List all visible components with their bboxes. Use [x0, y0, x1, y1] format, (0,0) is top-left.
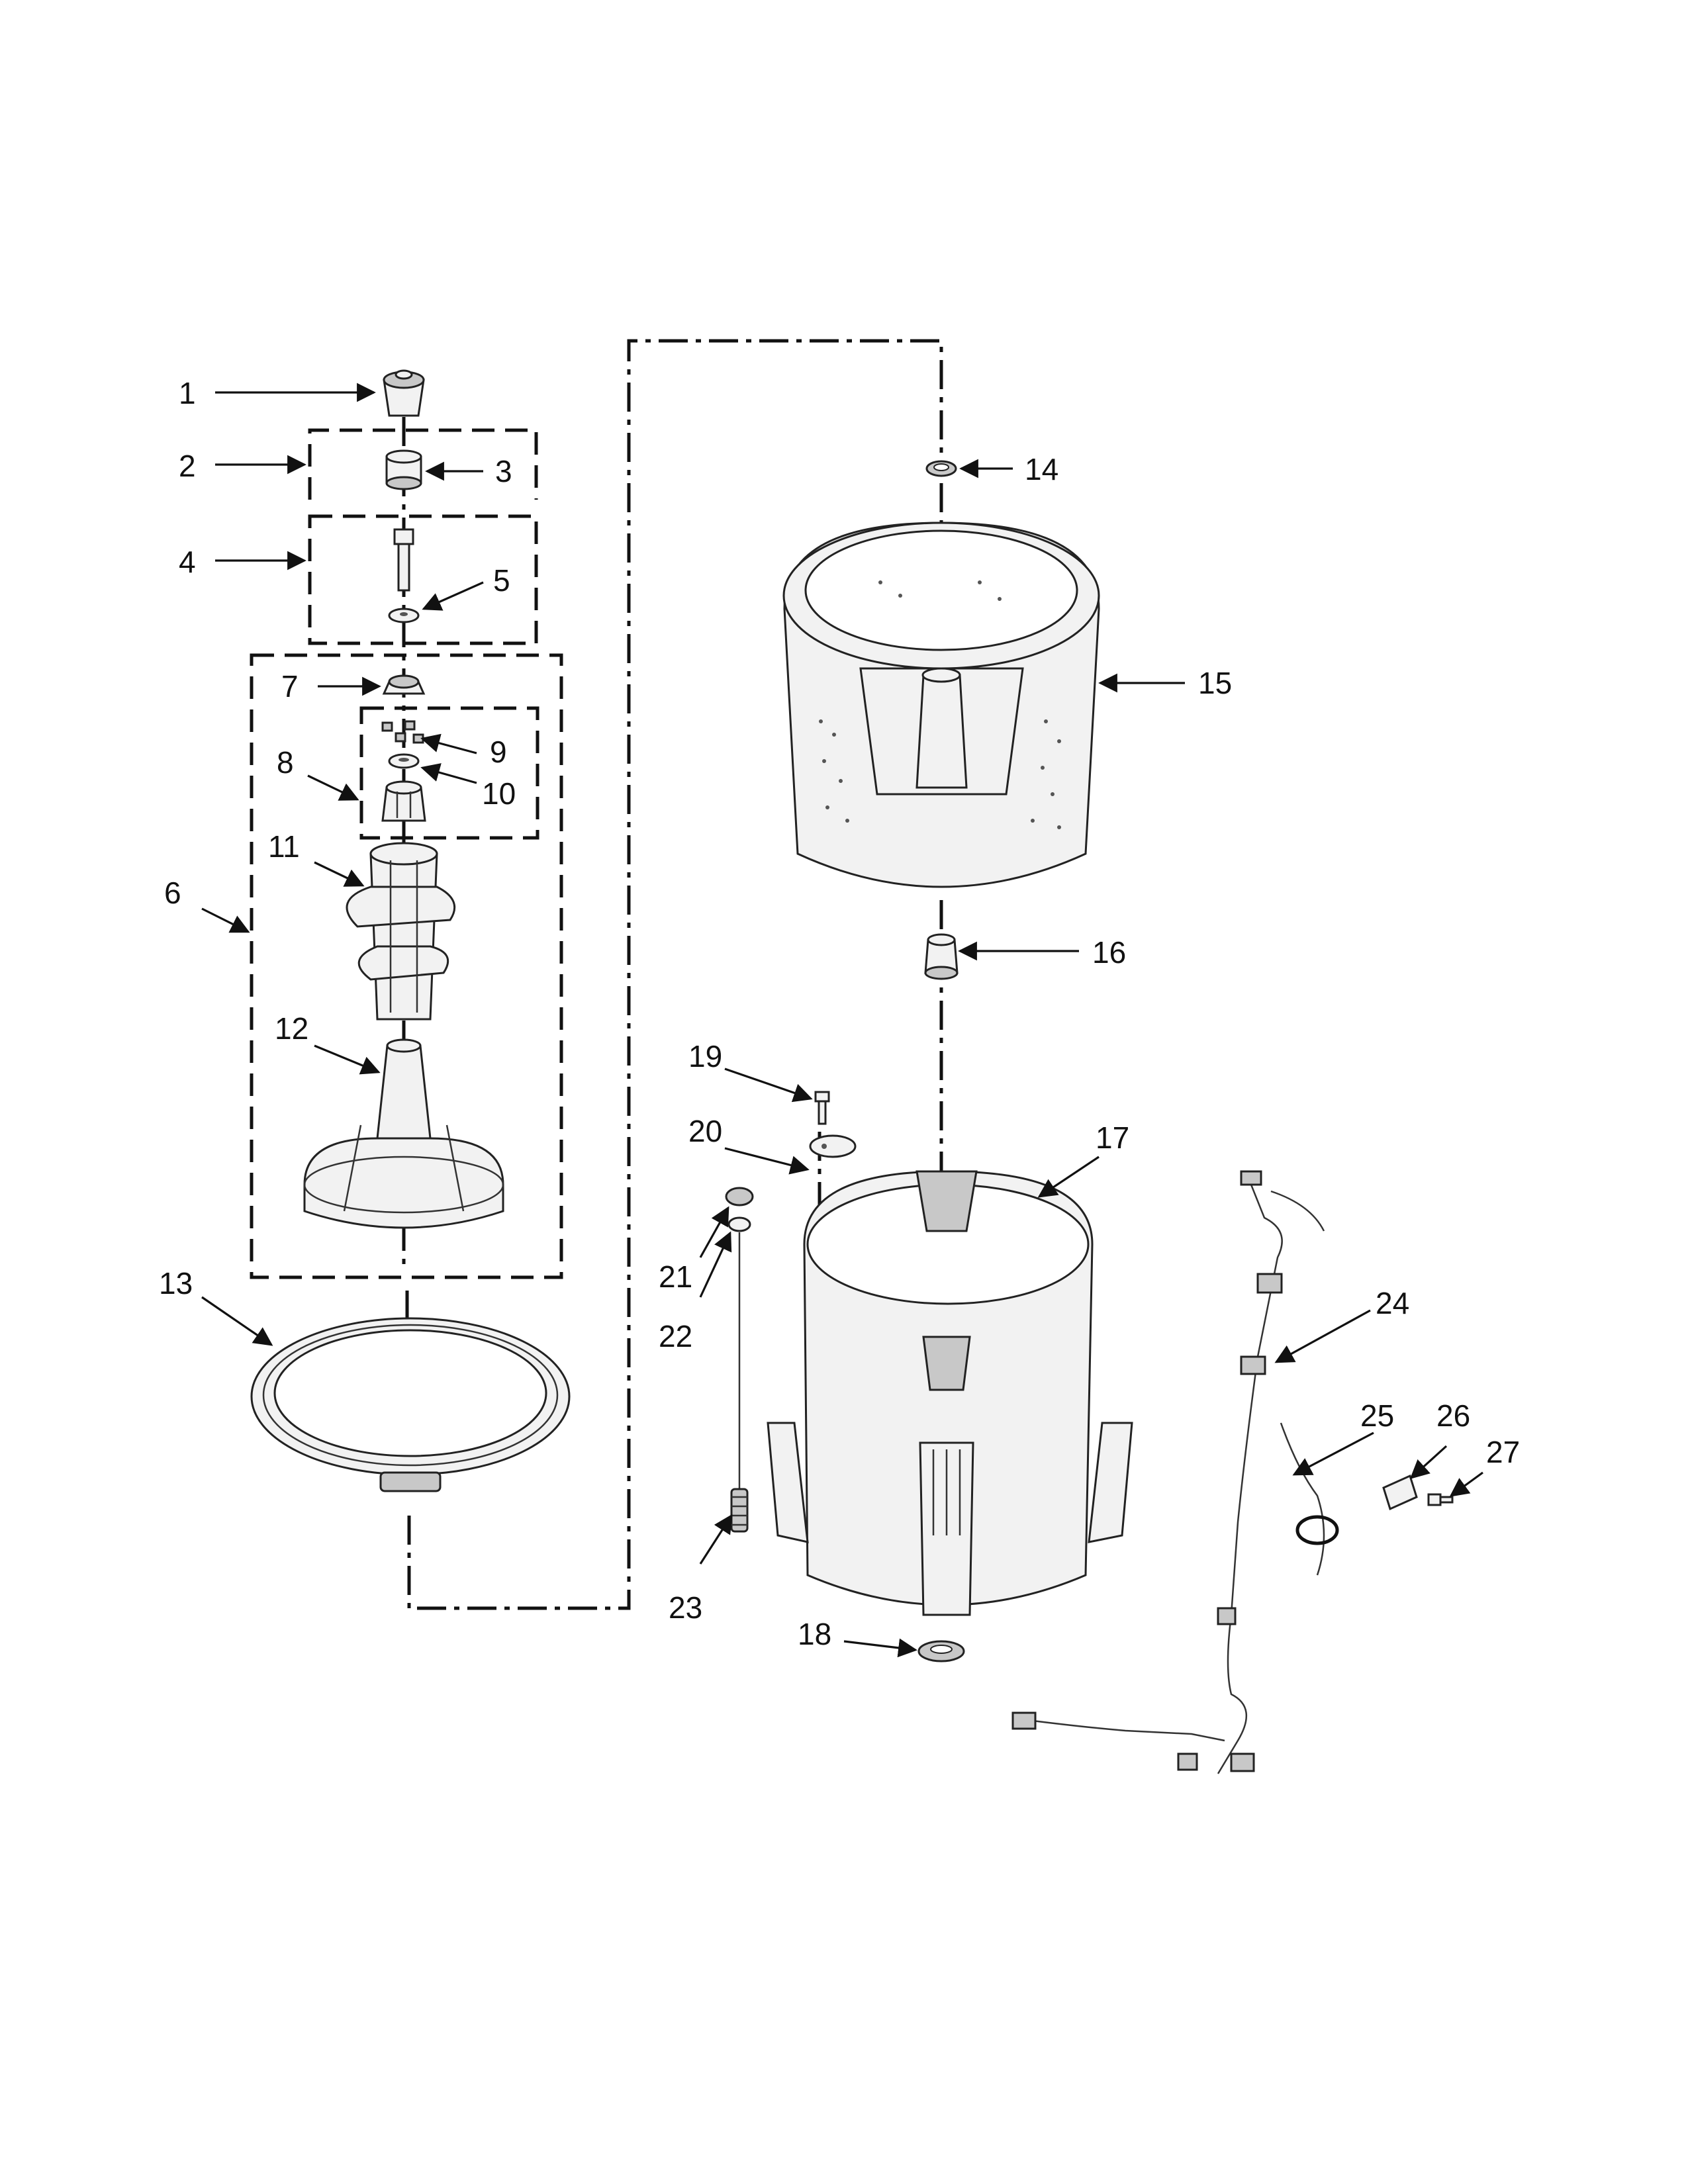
callout-21: 21: [659, 1259, 692, 1294]
callout-labels: 1 2 3 4 5 6 7 8 9 10 11 12 13 14 15 16 1…: [159, 376, 1520, 1651]
callout-22: 22: [659, 1319, 692, 1353]
callout-5: 5: [493, 563, 510, 598]
group-box-2: [308, 428, 538, 500]
part-14-nut: [925, 460, 957, 477]
callout-25: 25: [1360, 1398, 1394, 1433]
callout-1: 1: [179, 376, 196, 410]
part-10-retainer: [388, 753, 420, 769]
basket-perforations: [819, 580, 1061, 829]
callout-3: 3: [495, 454, 512, 488]
part-20-bracket: [809, 1134, 857, 1158]
part-16-bearing: [924, 933, 959, 980]
part-22-ball: [727, 1216, 751, 1232]
callout-14: 14: [1025, 452, 1058, 486]
part-21-pivot-dome: [725, 1187, 754, 1206]
callout-17: 17: [1096, 1120, 1129, 1155]
callout-27: 27: [1486, 1435, 1520, 1469]
callout-19: 19: [688, 1039, 722, 1073]
part-9-dogs: [381, 720, 424, 744]
callout-9: 9: [490, 735, 507, 769]
part-17-outer-tub: [767, 1170, 1133, 1616]
assembly-line-loop: [407, 339, 943, 1610]
part-13-balance-ring: [250, 1317, 571, 1492]
part-11-auger: [346, 842, 456, 1021]
part-19-screw: [814, 1091, 830, 1125]
callout-8: 8: [277, 745, 294, 780]
part-25-wire-tie-ring: [1295, 1515, 1339, 1545]
callout-26: 26: [1436, 1398, 1470, 1433]
part-27-screw: [1427, 1493, 1454, 1506]
callout-4: 4: [179, 545, 196, 579]
group-box-6: [250, 653, 563, 1279]
part-7-hub: [382, 674, 426, 695]
part-25-ground-wire: [1280, 1422, 1325, 1576]
part-24-wire-harness: [1011, 1170, 1325, 1774]
part-23-suspension-rod: [730, 1232, 749, 1533]
callout-10: 10: [482, 776, 516, 811]
callout-24: 24: [1376, 1286, 1409, 1320]
callout-12: 12: [275, 1011, 308, 1046]
callout-13: 13: [159, 1266, 193, 1300]
callout-7: 7: [281, 669, 299, 704]
part-3-cam: [385, 449, 422, 490]
part-18-tub-seal: [917, 1640, 965, 1662]
callout-11: 11: [268, 829, 300, 864]
group-box-8: [359, 706, 539, 840]
part-8-coupler: [381, 780, 426, 822]
part-15-basket: [782, 522, 1100, 888]
callout-16: 16: [1092, 935, 1126, 970]
part-5-washer: [388, 608, 420, 623]
callout-20: 20: [688, 1114, 722, 1148]
group-box-4: [308, 514, 538, 645]
callout-2: 2: [179, 449, 196, 483]
callout-23: 23: [669, 1590, 702, 1625]
callout-18: 18: [798, 1617, 831, 1651]
part-4-bolt: [393, 528, 414, 592]
callout-15: 15: [1198, 666, 1232, 700]
part-26-clip: [1382, 1474, 1418, 1511]
callout-6: 6: [164, 876, 181, 910]
part-12-agitator-base: [303, 1038, 504, 1229]
callout-arrows: [201, 383, 1483, 1658]
part-1-agitator-cap: [383, 369, 425, 417]
